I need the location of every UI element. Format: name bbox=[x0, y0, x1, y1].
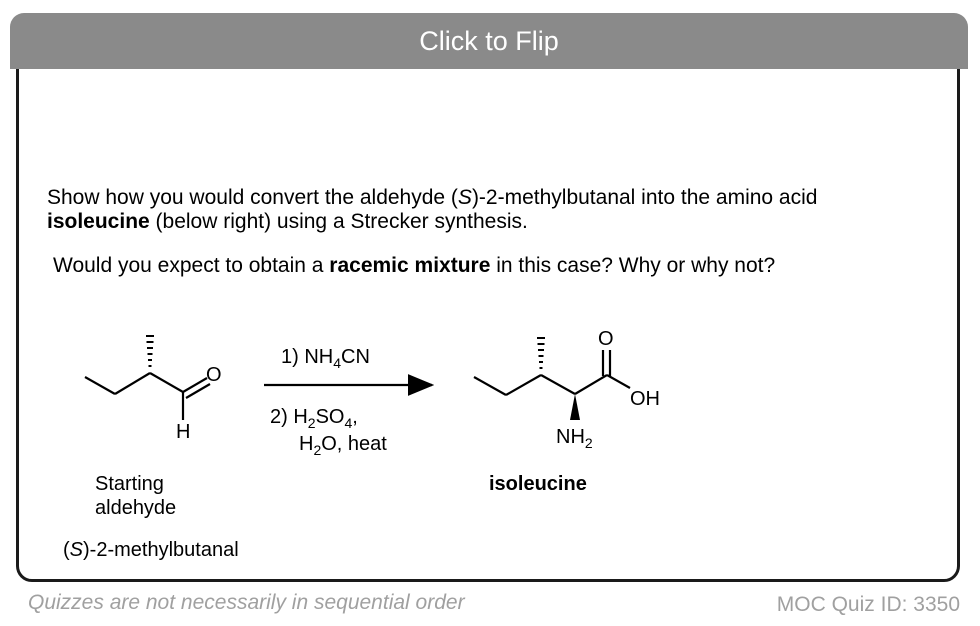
question-text-2: Would you expect to obtain a racemic mix… bbox=[53, 254, 953, 278]
click-to-flip-label: Click to Flip bbox=[419, 25, 559, 56]
question-text: Show how you would convert the aldehyde … bbox=[47, 186, 947, 234]
question-line2-rest: (below right) using a Strecker synthesis… bbox=[149, 210, 528, 233]
solid-wedge-isoleucine bbox=[570, 394, 580, 420]
question-line3-suffix: in this case? Why or why not? bbox=[490, 254, 776, 277]
question-isoleucine: isoleucine bbox=[47, 210, 150, 233]
aldehyde-oxygen: O bbox=[206, 364, 222, 386]
acid-hydroxyl: OH bbox=[630, 388, 660, 410]
product-label: isoleucine bbox=[489, 473, 587, 495]
question-stereo-label: S bbox=[457, 186, 472, 209]
reagent-step-2: 2) H2SO4, bbox=[270, 406, 358, 431]
reagent-step-2-line-2: H2O, heat bbox=[299, 433, 387, 458]
question-line3-prefix: Would you expect to obtain a bbox=[53, 254, 330, 277]
question-line1-prefix: Show how you would convert the aldehyde … bbox=[47, 186, 458, 209]
footer-note: Quizzes are not necessarily in sequentia… bbox=[28, 591, 465, 614]
isoleucine-structure bbox=[473, 350, 631, 396]
reagent-step-1: 1) NH4CN bbox=[281, 346, 370, 371]
starting-aldehyde-name: (S)-2-methylbutanal bbox=[63, 539, 239, 561]
aldehyde-hydrogen: H bbox=[176, 421, 191, 443]
click-to-flip-button[interactable]: Click to Flip bbox=[10, 13, 968, 69]
flashcard[interactable] bbox=[16, 14, 960, 582]
aldehyde-structure bbox=[84, 372, 211, 420]
acid-carbonyl-oxygen: O bbox=[598, 328, 614, 350]
amino-group: NH2 bbox=[556, 426, 593, 451]
question-line1-suffix: )-2-methylbutanal into the amino acid bbox=[471, 186, 818, 209]
quiz-id: MOC Quiz ID: 3350 bbox=[776, 593, 960, 616]
question-racemic-mixture: racemic mixture bbox=[329, 254, 491, 277]
